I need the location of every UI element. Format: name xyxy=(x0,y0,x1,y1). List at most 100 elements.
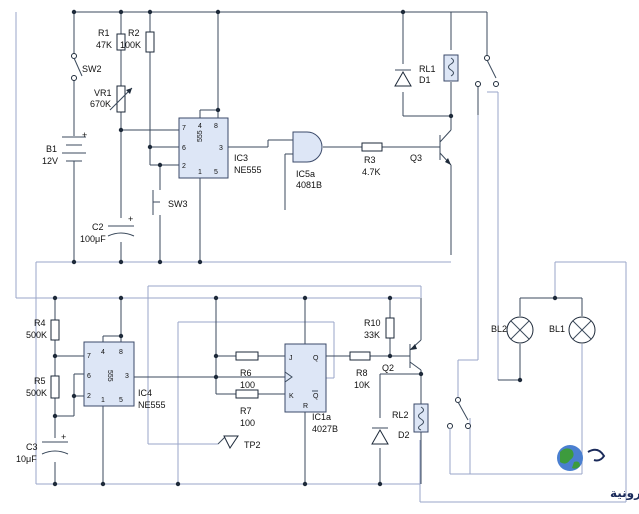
label-c3: C3 xyxy=(26,442,38,452)
label-d2: D2 xyxy=(398,430,410,440)
label-r8-value: 10K xyxy=(354,380,370,390)
label-c3-value: 10μF xyxy=(16,454,37,464)
svg-text:1: 1 xyxy=(198,169,202,176)
label-r3: R3 xyxy=(364,155,376,165)
ic3-ne555: 7 6 2 4 8 3 1 5 555 xyxy=(178,117,229,179)
svg-text:2: 2 xyxy=(182,163,186,170)
svg-text:K: K xyxy=(289,393,294,400)
switch-sw2 xyxy=(71,53,83,81)
label-r1-value: 47K xyxy=(96,40,112,50)
lamp-bl1 xyxy=(568,316,596,344)
svg-text:555: 555 xyxy=(106,370,113,382)
label-ic1a: IC1a xyxy=(312,412,331,422)
label-bl2: BL2 xyxy=(491,324,507,334)
label-tp2: TP2 xyxy=(244,440,261,450)
svg-text:3: 3 xyxy=(125,373,129,380)
label-c3-plus: + xyxy=(61,432,66,442)
label-r6-value: 100 xyxy=(240,380,255,390)
label-c2-value: 100μF xyxy=(80,234,106,244)
svg-text:8: 8 xyxy=(119,349,123,356)
svg-text:6: 6 xyxy=(87,373,91,380)
label-sw2: SW2 xyxy=(82,64,102,74)
resistor-r10 xyxy=(385,317,395,339)
svg-text:2: 2 xyxy=(87,393,91,400)
svg-text:555: 555 xyxy=(197,130,204,142)
transistor-q2 xyxy=(409,339,422,371)
label-vr1: VR1 xyxy=(94,88,112,98)
and-gate-ic5a xyxy=(284,131,323,210)
label-ic4: IC4 xyxy=(138,388,152,398)
wires-upper xyxy=(73,11,488,263)
ic1a-4027b: J Q K Q R xyxy=(284,343,327,413)
testpoint-tp2 xyxy=(217,435,239,449)
label-r3-value: 4.7K xyxy=(362,167,381,177)
label-ic5a-type: 4081B xyxy=(296,180,322,190)
svg-text:7: 7 xyxy=(87,353,91,360)
resistor-r3 xyxy=(361,142,383,152)
resistor-r6 xyxy=(235,351,259,361)
label-vr1-value: 670K xyxy=(90,99,111,109)
label-c2-plus: + xyxy=(128,214,133,224)
label-ic4-type: NE555 xyxy=(138,400,166,410)
label-b1-plus: + xyxy=(82,130,87,140)
potentiometer-vr1 xyxy=(109,85,133,113)
resistor-r7 xyxy=(235,389,259,399)
resistor-r1 xyxy=(116,33,126,51)
diode-d2 xyxy=(371,427,389,445)
label-r5-value: 500K xyxy=(26,388,47,398)
switch-sw3 xyxy=(152,190,160,215)
label-r2-value: 100K xyxy=(120,40,141,50)
svg-text:6: 6 xyxy=(182,145,186,152)
label-b1: B1 xyxy=(46,144,57,154)
label-r10: R10 xyxy=(364,318,381,328)
resistor-r4 xyxy=(50,319,60,341)
svg-text:1: 1 xyxy=(101,397,105,404)
lamp-bl2 xyxy=(506,316,534,344)
label-r1: R1 xyxy=(98,28,110,38)
label-r7-value: 100 xyxy=(240,418,255,428)
label-r8: R8 xyxy=(356,368,368,378)
watermark-logo: القرية الالكترونية xyxy=(557,445,639,501)
capacitor-c3 xyxy=(41,441,69,455)
label-bl1: BL1 xyxy=(549,324,565,334)
svg-text:5: 5 xyxy=(119,397,123,404)
junction-dots xyxy=(52,9,558,487)
svg-text:Q: Q xyxy=(313,355,319,362)
svg-text:3: 3 xyxy=(219,145,223,152)
svg-text:7: 7 xyxy=(182,125,186,132)
resistor-r5 xyxy=(50,375,60,399)
battery-b1 xyxy=(62,136,86,170)
resistor-r2 xyxy=(145,31,155,53)
relay-rl2 xyxy=(413,403,429,433)
transistor-q3 xyxy=(439,129,452,166)
label-ic3: IC3 xyxy=(234,153,248,163)
label-ic1a-type: 4027B xyxy=(312,424,338,434)
label-b1-value: 12V xyxy=(42,156,58,166)
relay-rl2-contacts xyxy=(447,397,471,474)
label-sw3: SW3 xyxy=(168,199,188,209)
svg-text:R: R xyxy=(303,403,308,410)
label-c2: C2 xyxy=(92,222,104,232)
label-r4: R4 xyxy=(34,318,46,328)
svg-text:J: J xyxy=(289,355,293,362)
resistor-r8 xyxy=(349,351,371,361)
label-r4-value: 500K xyxy=(26,330,47,340)
svg-text:4: 4 xyxy=(198,123,202,130)
label-r5: R5 xyxy=(34,376,46,386)
svg-text:5: 5 xyxy=(214,169,218,176)
label-d1: D1 xyxy=(419,75,431,85)
ic4-ne555: 7 6 2 4 8 3 1 5 555 xyxy=(83,341,135,407)
relay-rl1 xyxy=(443,54,459,82)
label-r10-value: 33K xyxy=(364,330,380,340)
label-ic3-type: NE555 xyxy=(234,165,262,175)
label-rl1: RL1 xyxy=(419,64,436,74)
svg-text:4: 4 xyxy=(101,349,105,356)
label-ic5a: IC5a xyxy=(296,169,315,179)
svg-text:8: 8 xyxy=(214,123,218,130)
label-rl2: RL2 xyxy=(392,410,409,420)
relay-rl1-contacts xyxy=(475,55,499,87)
component-labels: R1 47K R2 100K SW2 VR1 670K B1 12V + C2 … xyxy=(16,28,565,464)
watermark-text: القرية الالكترونية xyxy=(610,486,639,501)
